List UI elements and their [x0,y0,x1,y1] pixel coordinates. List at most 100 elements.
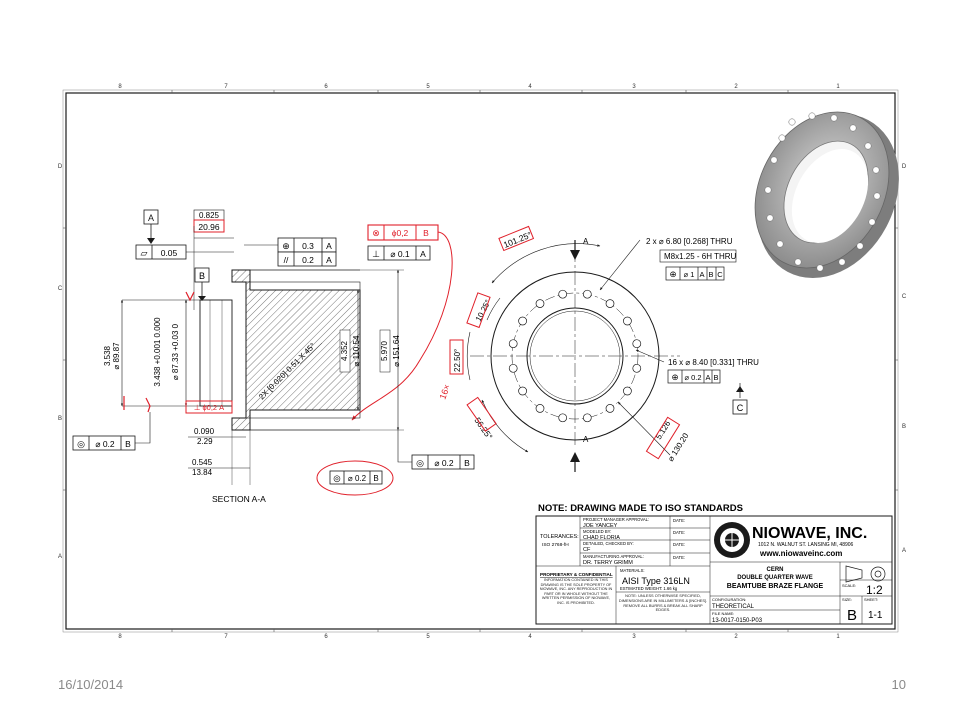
flange-inch: 0.545 [192,458,213,467]
niowave-logo-icon [714,522,750,558]
zone-col-top-3: 3 [632,84,636,90]
isometric-flange-image [754,111,899,279]
flange-mm: 13.84 [192,468,213,477]
bolt-circle [511,292,639,420]
iso-note: NOTE: DRAWING MADE TO ISO STANDARDS [538,503,743,514]
zone-col-top-8: 8 [118,84,122,90]
date-label-2: DATE: [673,530,685,535]
company-address: 1012 N. WALNUT ST. LANSING MI, 48906 [758,542,854,548]
red-fcf-datum: B [423,228,429,238]
parallel-datum: A [326,255,332,265]
bolt-hole [632,339,642,349]
red-perp-fcf: ⊥ ϕ0,2 A [185,400,233,414]
bore-inch: 3.538 [103,345,112,366]
bolt-hole [535,299,545,308]
zone-row-right-c: C [902,294,907,300]
zone-row-left-b: B [58,416,62,422]
front-view: A A 101.25° 10.25° 22.50° 16× 56.25° 5.1… [437,225,759,472]
bolt-hole [508,339,518,349]
bolt-hole [558,289,568,299]
hole-callout-through: 16 x ⌀ 8.40 [0.331] THRU ⊕ ⌀ 0.2 A B C [635,349,759,415]
zone-row-left-d: D [58,164,63,170]
position-value: 0.3 [302,241,314,251]
general-note: NOTE: UNLESS OTHERWISE SPECIFIED, DIMENS… [618,594,708,613]
flatness-symbol: ▱ [141,248,148,258]
file-label: FILE NAME: [712,611,734,616]
date-label-1: DATE: [673,518,685,523]
proprietary-text: INFORMATION CONTAINED IN THIS DRAWING IS… [539,578,613,605]
bottom-fcf-value: ⌀ 0.2 [434,458,454,468]
materials-label: MATERIALS: [620,568,645,573]
zone-row-right-a: A [902,548,906,554]
zone-col-bottom-3: 3 [632,634,636,640]
company-website: www.niowaveinc.com [759,549,842,558]
bolt-hole [518,316,527,326]
title-line-2: DOUBLE QUARTER WAVE [737,575,813,581]
zone-row-right-d: D [902,164,907,170]
hole-fcf1-value: ⌀ 1 [684,270,695,279]
zone-col-bottom-8: 8 [118,634,122,640]
hole-fcf2-value: ⌀ 0.2 [684,373,701,382]
title-block: NOTE: DRAWING MADE TO ISO STANDARDS TOLE… [535,503,893,625]
bottom-fcf-datum: B [464,458,470,468]
section-marker-top: A [583,237,589,246]
length-inch: 0.825 [199,211,220,220]
flange-dimension: 0.545 13.84 [188,430,251,485]
inner-mm: ⌀ 110.54 [352,335,361,366]
outer-mm: ⌀ 151.64 [392,335,401,367]
inner-chamfer [529,310,621,402]
bolt-holes [508,289,642,423]
size-label: SIZE: [842,597,852,602]
bolt-hole [582,289,592,299]
title-line-3: BEAMTUBE BRAZE FLANGE [727,583,824,590]
zone-col-top-2: 2 [734,84,738,90]
bottom-concentricity-fcf: ◎ ⌀ 0.2 B [397,430,475,470]
scale-value: 1:2 [866,583,883,597]
angle-arc-bottom [481,399,529,453]
inner-inch: 4.352 [340,340,349,361]
left-fcf-symbol: ◎ [77,439,85,449]
zone-col-bottom-1: 1 [836,634,840,640]
bolt-hole [632,363,642,373]
red-circled-datum: B [373,474,378,483]
perp-value: ⌀ 0.1 [390,249,410,259]
datum-b-label: B [199,271,205,281]
bolt-hole [623,316,632,326]
outer-diameter-dim: 5.970 ⌀ 151.64 [360,269,404,431]
approval-4-label: MANUFACTURING APPROVAL: [583,554,644,559]
material-value: AISI Type 316LN [622,576,690,586]
hole-fcf1-symbol: ⊕ [669,269,676,279]
section-view: A ▱ 0.05 0.825 20.96 ⊕ 0.3 A [72,209,475,504]
approval-1-label: PROJECT MANAGER APPROVAL: [583,517,649,522]
red-circled-value: ⌀ 0.2 [348,474,367,483]
zone-row-right-b: B [902,424,906,430]
angle-top-label: 101.25° [502,230,533,250]
flatness-value: 0.05 [161,248,178,258]
bore-dimension: 3.538 ⌀ 89.87 [103,299,124,407]
perp-datum: A [420,249,426,259]
angle-arc-small [486,297,501,321]
flatness-fcf: ▱ 0.05 [135,244,234,260]
zone-col-top-5: 5 [426,84,430,90]
tolerances-label: TOLERANCES: [540,534,579,540]
config-value: THEORETICAL [712,604,755,610]
weight-value: ESTIMATED WEIGHT: 1.66 kg [620,586,678,591]
footer-page-number: 10 [891,677,906,692]
hole-fcf1-datum-a: A [699,270,704,279]
footer-date: 16/10/2014 [58,677,124,692]
hole-callout-tapped: 2 x ⌀ 6.80 [0.268] THRU M8x1.25 - 6H THR… [599,237,737,291]
thickness-inch: 0.090 [194,427,215,436]
hole-fcf1-datum-c: C [717,270,723,279]
hole-fcf1-datum-b: B [708,270,713,279]
hole-fcf2-datum-a: A [705,373,710,382]
sheet-label: SHEET: [864,597,878,602]
bolt-circle-mm: ⌀ 130.20 [666,431,691,463]
zone-col-top-1: 1 [836,84,840,90]
length-mm: 20.96 [198,222,220,232]
zone-col-bottom-2: 2 [734,634,738,640]
red-circled-symbol: ◎ [333,473,341,483]
approvals-table [536,516,711,624]
position-symbol: ⊕ [282,241,290,251]
perpendicularity-fcf: ⊥ ⌀ 0.1 A [367,245,431,261]
